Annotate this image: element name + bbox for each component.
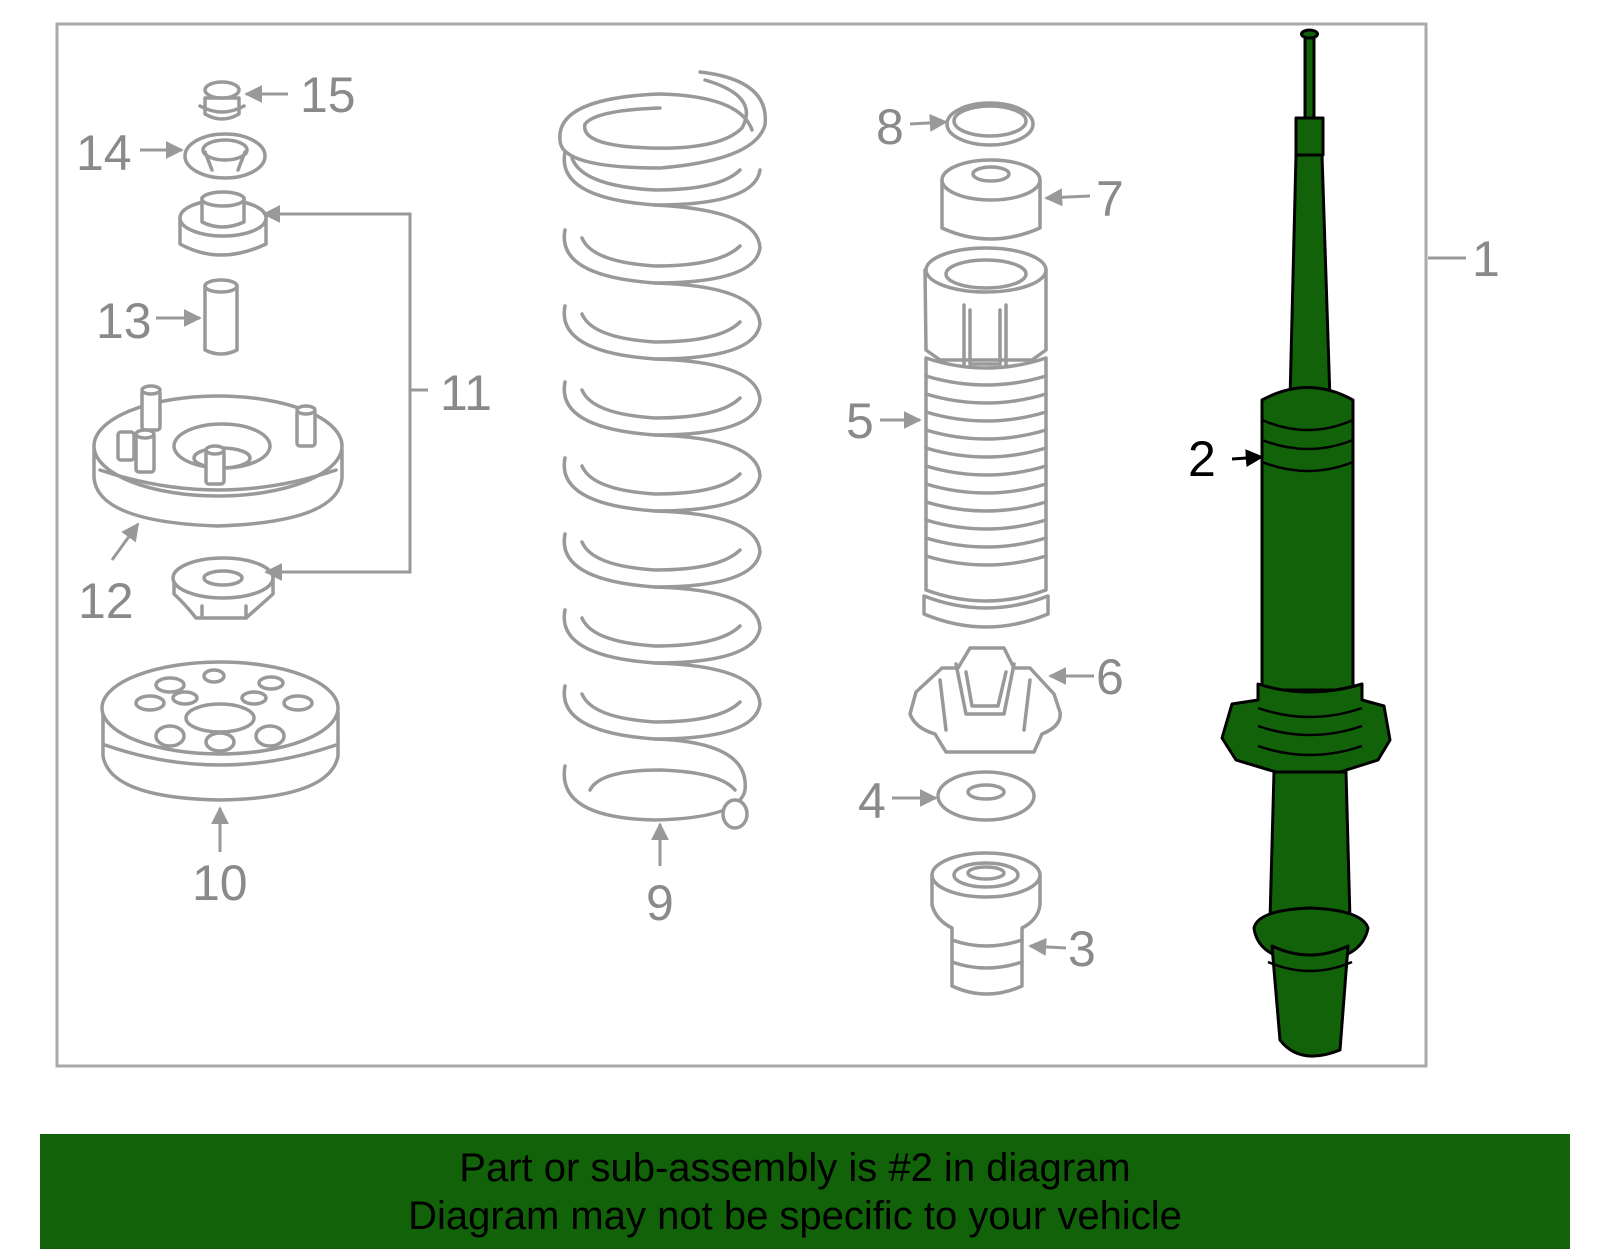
part-14-washer[interactable] bbox=[183, 132, 267, 180]
callout-15: 15 bbox=[300, 67, 356, 123]
part-11-lower-bushing[interactable] bbox=[171, 556, 275, 620]
part-9-coil-spring[interactable] bbox=[558, 70, 768, 830]
callout-4: 4 bbox=[858, 773, 886, 829]
callout-3: 3 bbox=[1068, 921, 1096, 977]
callout-6: 6 bbox=[1096, 649, 1124, 705]
part-13-collar[interactable] bbox=[203, 278, 239, 356]
diagram-frame bbox=[55, 22, 1428, 1068]
banner-line-1: Part or sub-assembly is #2 in diagram bbox=[459, 1146, 1131, 1190]
part-12-strut-mount[interactable] bbox=[92, 384, 344, 528]
callout-7: 7 bbox=[1096, 171, 1124, 227]
callout-10: 10 bbox=[192, 855, 248, 911]
info-banner: Part or sub-assembly is #2 in diagram Di… bbox=[40, 1134, 1570, 1249]
part-10-spring-seat[interactable] bbox=[100, 660, 340, 802]
callout-9: 9 bbox=[646, 875, 674, 931]
part-7-bushing[interactable] bbox=[940, 158, 1042, 241]
part-2-strut[interactable] bbox=[1220, 28, 1392, 1058]
part-15-nut[interactable] bbox=[198, 80, 246, 121]
banner-line-2: Diagram may not be specific to your vehi… bbox=[408, 1194, 1182, 1238]
callout-1: 1 bbox=[1472, 231, 1500, 287]
part-4-washer[interactable] bbox=[936, 770, 1036, 822]
callout-13: 13 bbox=[96, 293, 152, 349]
part-11-upper-bushing[interactable] bbox=[178, 190, 268, 257]
part-6-insulator[interactable] bbox=[908, 646, 1062, 754]
callout-8: 8 bbox=[876, 99, 904, 155]
callout-2: 2 bbox=[1188, 431, 1216, 487]
callout-14: 14 bbox=[76, 125, 132, 181]
part-3-bump-stop[interactable] bbox=[930, 851, 1042, 996]
callout-5: 5 bbox=[846, 393, 874, 449]
callout-11: 11 bbox=[440, 365, 492, 421]
part-8-washer[interactable] bbox=[945, 101, 1035, 147]
part-5-dust-boot[interactable] bbox=[922, 246, 1050, 629]
callout-12: 12 bbox=[78, 573, 134, 629]
